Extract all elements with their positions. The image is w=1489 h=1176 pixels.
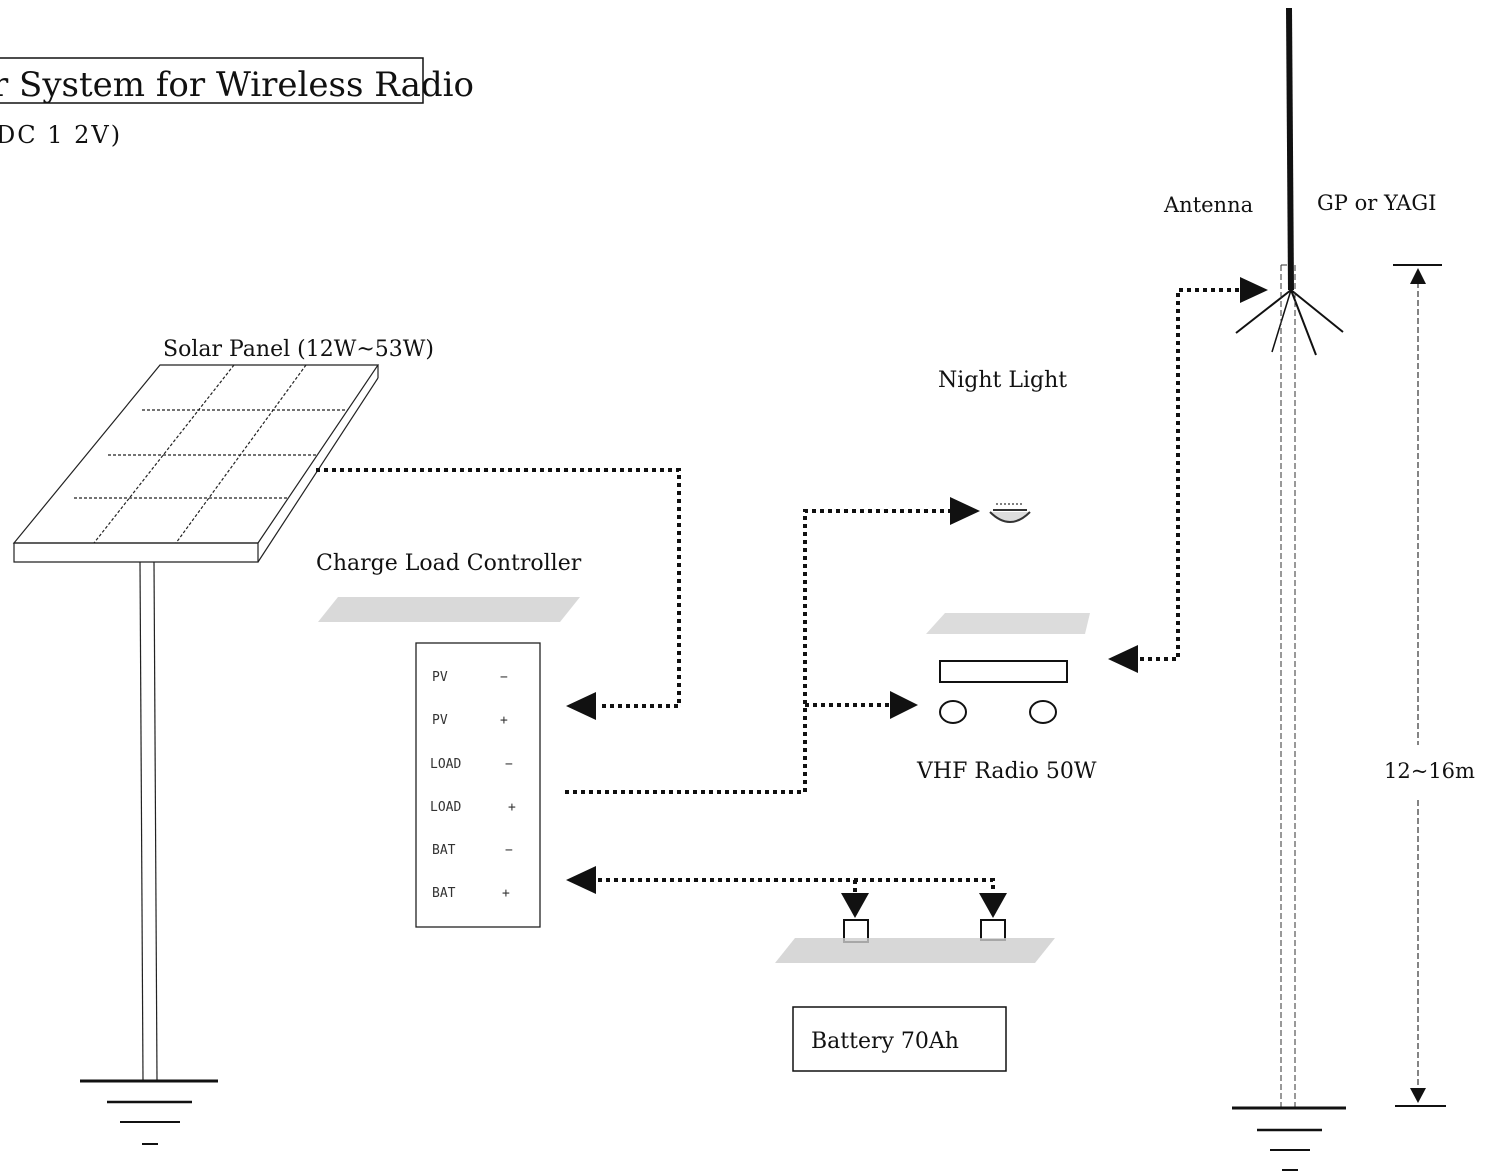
charge-load-controller [415, 642, 541, 928]
terminal-sign: − [500, 670, 508, 685]
arrow-head-icon [566, 692, 596, 720]
terminal-sign: − [505, 757, 513, 772]
battery-box [792, 1006, 1007, 1072]
battery-terminals [843, 919, 1006, 943]
diagram-title: r System for Wireless Radio [0, 65, 474, 105]
title-block: r System for Wireless Radio DC 1 2V) [0, 57, 474, 149]
arrow-head-icon [566, 866, 596, 894]
arrow-head-icon [1108, 645, 1138, 673]
radio-top-shading [926, 613, 1090, 634]
terminal-sign: − [505, 843, 513, 858]
terminal-sign: + [500, 713, 508, 728]
diagram-subtitle: DC 1 2V) [0, 121, 122, 149]
vhf-radio-icon [939, 660, 1068, 724]
wire-radio-to-antenna [1108, 277, 1268, 673]
antenna-type-label: GP or YAGI [1317, 191, 1436, 215]
battery-top-shading [775, 938, 1055, 963]
antenna-label: Antenna [1163, 193, 1253, 217]
solar-panel [12, 364, 380, 1081]
dimension-arrow-down-icon [1410, 1088, 1426, 1103]
terminal-label: BAT [432, 843, 456, 858]
solar-panel-label: Solar Panel (12W~53W) [163, 337, 434, 362]
terminal-sign: + [508, 800, 516, 815]
terminal-sign: + [502, 886, 510, 901]
antenna-icon [1235, 7, 1344, 356]
dimension-arrow-up-icon [1410, 268, 1426, 284]
controller-label: Charge Load Controller [316, 551, 582, 576]
radio-label: VHF Radio 50W [916, 759, 1097, 784]
arrow-head-icon [979, 893, 1007, 918]
controller-top-shading [318, 597, 580, 622]
height-label: 12~16m [1384, 759, 1475, 783]
terminal-label: BAT [432, 886, 456, 901]
night-light-icon [989, 503, 1031, 523]
battery-label: Battery 70Ah [811, 1029, 959, 1054]
terminal-label: PV [432, 713, 448, 728]
terminal-label: PV [432, 670, 448, 685]
terminal-label: LOAD [430, 757, 461, 772]
night-light-label: Night Light [938, 368, 1067, 393]
arrow-head-icon [841, 893, 869, 918]
title-box [0, 57, 424, 104]
arrow-head-icon [1240, 277, 1268, 303]
antenna-mast [1280, 264, 1296, 1108]
terminal-label: LOAD [430, 800, 461, 815]
height-dimension [1393, 264, 1446, 1107]
arrow-head-icon [890, 691, 918, 719]
arrow-head-icon [950, 497, 980, 525]
wire-load-distribution [565, 497, 980, 794]
wire-solar-to-controller [316, 468, 681, 720]
wire-controller-to-battery [566, 866, 1007, 918]
solar-pole-ground-icon [80, 1079, 218, 1145]
antenna-ground-icon [1232, 1106, 1346, 1171]
controller-terminals: PV − PV + LOAD − LOAD + BAT − BAT + [430, 670, 516, 901]
